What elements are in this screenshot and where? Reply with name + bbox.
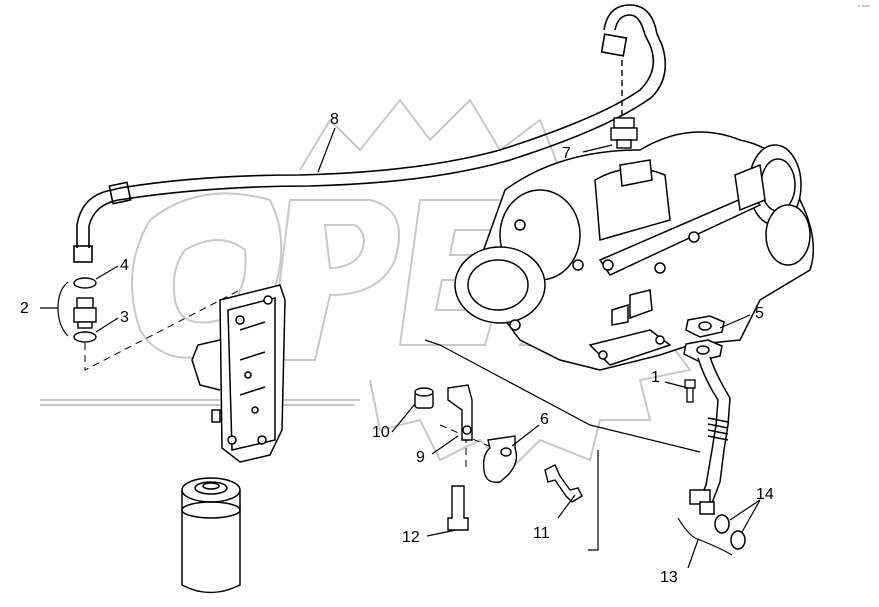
pipe-nut-top bbox=[600, 33, 628, 57]
pipe-nut-bottom bbox=[73, 245, 93, 263]
upper-fitting bbox=[610, 60, 638, 149]
watermark-underline bbox=[40, 399, 360, 406]
return-pipe bbox=[697, 356, 731, 504]
callout-10: 10 bbox=[372, 424, 390, 441]
clamp-assembly bbox=[414, 384, 583, 531]
corner-mark: ⁰ ⁰⁰⁰⁰ bbox=[858, 5, 870, 11]
pipe-top-bend bbox=[603, 4, 658, 36]
callout-9: 9 bbox=[416, 449, 425, 466]
bolt-11 bbox=[544, 464, 583, 503]
washer-4 bbox=[73, 277, 97, 289]
watermark-letter-p bbox=[268, 199, 401, 361]
callout-1: 1 bbox=[651, 369, 660, 386]
turbocharger bbox=[454, 131, 815, 371]
washer-3 bbox=[73, 331, 97, 343]
oil-feed-pipe bbox=[73, 4, 667, 263]
callout-2: 2 bbox=[20, 300, 29, 317]
pipe-outer-lower bbox=[88, 33, 667, 248]
bolt-12 bbox=[447, 485, 469, 531]
callout-7: 7 bbox=[562, 145, 571, 162]
bolt-1 bbox=[684, 379, 696, 403]
leader-lines bbox=[40, 127, 761, 569]
callout-14: 14 bbox=[756, 486, 774, 503]
pipe-outer-upper bbox=[76, 34, 655, 248]
callout-8: 8 bbox=[330, 111, 339, 128]
o-ring-14a bbox=[714, 514, 730, 534]
lower-left-fittings bbox=[73, 277, 97, 343]
adapter-3 bbox=[76, 297, 94, 309]
callout-4: 4 bbox=[120, 257, 129, 274]
filter-head bbox=[191, 284, 286, 463]
clip-6 bbox=[482, 435, 518, 483]
callout-13: 13 bbox=[660, 569, 678, 586]
oil-filter bbox=[181, 477, 241, 594]
callout-3: 3 bbox=[120, 309, 129, 326]
callout-labels: 1 2 3 4 5 6 7 8 9 10 11 12 13 14 bbox=[20, 111, 774, 586]
callout-12: 12 bbox=[402, 529, 420, 546]
callout-5: 5 bbox=[755, 305, 764, 322]
callout-6: 6 bbox=[540, 411, 549, 428]
o-ring-14b bbox=[730, 530, 746, 550]
callout-11: 11 bbox=[533, 525, 550, 542]
oil-return-assembly bbox=[683, 315, 746, 550]
pipe-nut-left bbox=[108, 181, 132, 205]
